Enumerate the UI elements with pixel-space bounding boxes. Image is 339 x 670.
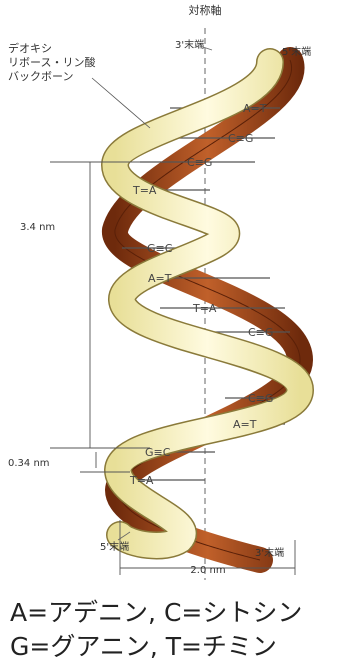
backbone-pointer-line — [91, 77, 151, 129]
end3-bottom-label: 3'末端 — [255, 546, 284, 559]
base-pair-label: T=A — [132, 184, 157, 197]
diameter-dimension — [119, 520, 296, 575]
end5-top-label: 5'末端 — [282, 45, 311, 58]
base-pair-label: A=T — [243, 102, 267, 115]
base-pair-label: C≡G — [248, 326, 273, 339]
base-pair-label: C≡G — [228, 132, 253, 145]
legend-line-2: G=グアニン, T=チミン — [10, 632, 277, 661]
base-pair-label: C≡G — [187, 156, 212, 169]
base-pair-label: G≡C — [147, 242, 173, 255]
base-pair-label: G≡C — [145, 446, 171, 459]
backbone-label-line1: デオキシ — [8, 41, 52, 55]
diameter-label: 2.0 nm — [190, 565, 225, 576]
base-pair-label: T=A — [129, 474, 154, 487]
end3-top-label: 3'末端 — [175, 38, 204, 51]
base-pair-label: A=T — [233, 418, 257, 431]
rise-label: 0.34 nm — [8, 458, 50, 469]
legend-line-1: A=アデニン, C=シトシン — [10, 598, 303, 627]
back-strand-edge — [114, 59, 301, 561]
backbone-label-line2: リボース・リン酸 — [8, 55, 95, 69]
base-pair-labels: A=T C≡G C≡G T=A G≡C A=T T=A C≡G C≡G A=T … — [129, 102, 273, 487]
base-pair-label: A=T — [148, 272, 172, 285]
base-pair-label: C≡G — [248, 392, 273, 405]
base-pair-label: T=A — [192, 302, 217, 315]
rise-dimension — [80, 447, 130, 473]
axis-label: 対称軸 — [189, 3, 222, 17]
pitch-label: 3.4 nm — [20, 222, 55, 233]
end5-bottom-label: 5'末端 — [100, 540, 129, 553]
front-strand-fill — [102, 49, 313, 558]
backbone-label-line3: バックボーン — [8, 70, 73, 83]
